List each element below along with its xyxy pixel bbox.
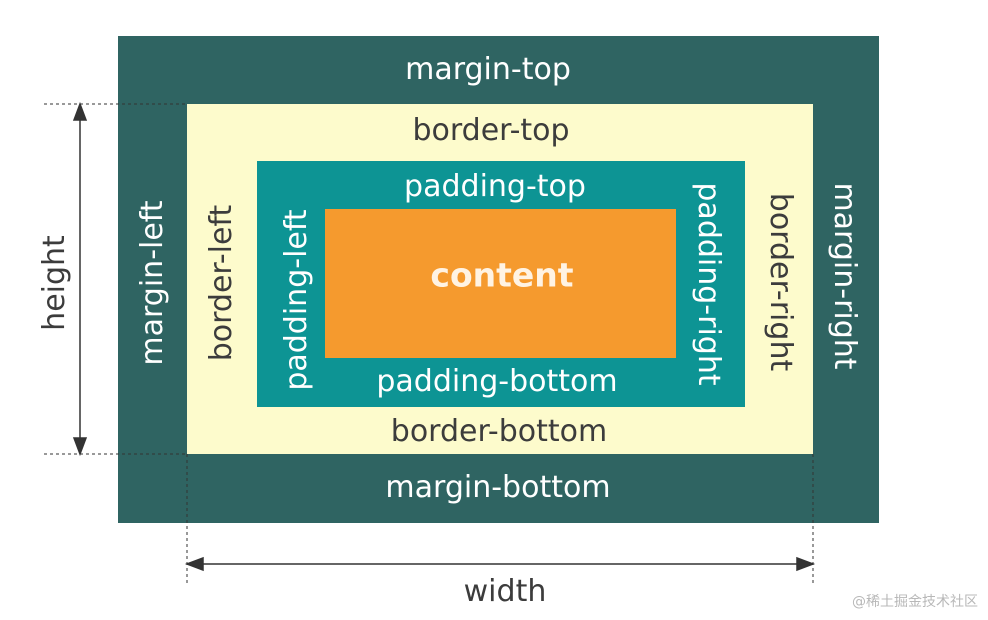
- height-arrow-up-icon: [72, 101, 88, 121]
- border-bottom-label: border-bottom: [390, 414, 608, 449]
- margin-bottom-label: margin-bottom: [385, 470, 611, 505]
- width-arrow-right-icon: [796, 556, 816, 572]
- width-arrow-left-icon: [184, 556, 204, 572]
- content-label: content: [430, 255, 574, 295]
- padding-bottom-label: padding-bottom: [376, 364, 618, 399]
- watermark: @稀土掘金技术社区: [852, 594, 978, 610]
- height-label: height: [37, 235, 72, 331]
- padding-top-label: padding-top: [404, 169, 586, 204]
- border-top-label: border-top: [412, 113, 570, 148]
- content-area: [325, 209, 676, 358]
- margin-top-label: margin-top: [405, 52, 571, 87]
- width-label: width: [463, 574, 547, 609]
- height-arrow-down-icon: [72, 437, 88, 457]
